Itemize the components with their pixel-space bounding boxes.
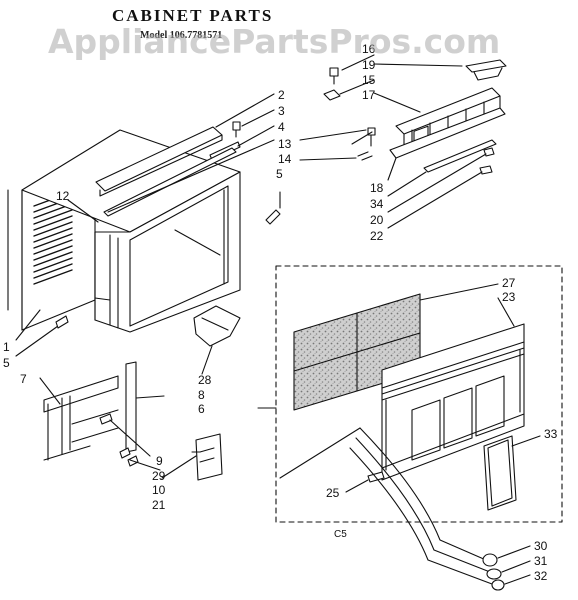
callout-10: 10 [152,483,166,497]
screw-1 [55,315,69,329]
callout-5-bottom: 5 [3,356,10,370]
leader-lines-c5 [257,283,541,585]
callout-labels: 2 3 4 5 12 1 5 7 16 19 15 17 13 14 18 34… [3,42,558,583]
callout-8: 8 [198,388,205,402]
callout-32: 32 [534,569,548,583]
callout-13: 13 [278,137,292,151]
lower-left-parts [39,305,241,481]
section-label: C5 [334,529,347,540]
callout-20: 20 [370,213,384,227]
c5-assembly-border [275,265,563,523]
callout-31: 31 [534,554,548,568]
leader-lines-bracket [299,54,487,229]
callout-12: 12 [56,189,70,203]
screw-5 [265,209,281,225]
callout-1: 1 [3,340,10,354]
cabinet-shell [21,129,241,333]
model-number: Model 106.7781571 [140,30,223,41]
callout-5-top: 5 [276,167,283,181]
callout-17: 17 [362,88,376,102]
callout-2: 2 [278,88,285,102]
front-grille [381,323,525,481]
callout-25: 25 [326,486,340,500]
callout-28: 28 [198,373,212,387]
callout-19: 19 [362,58,376,72]
knobs [279,427,505,591]
callout-29: 29 [152,469,166,483]
callout-33: 33 [544,427,558,441]
callout-34: 34 [370,197,384,211]
callout-4: 4 [278,120,285,134]
callout-6: 6 [198,402,205,416]
callout-16: 16 [362,42,376,56]
diagram-title: CABINET PARTS [112,6,274,25]
callout-27: 27 [502,276,516,290]
callout-9: 9 [156,454,163,468]
callout-14: 14 [278,152,292,166]
callout-15: 15 [362,73,376,87]
callout-23: 23 [502,290,516,304]
callout-22: 22 [370,229,384,243]
access-door [483,435,517,511]
leader-lines-cabinet [7,93,281,357]
callout-18: 18 [370,181,384,195]
callout-7: 7 [20,372,27,386]
bracket-assembly [323,59,507,175]
callout-3: 3 [278,104,285,118]
site-watermark: AppliancePartsPros.com [48,22,501,61]
callout-30: 30 [534,539,548,553]
callout-21: 21 [152,498,166,512]
